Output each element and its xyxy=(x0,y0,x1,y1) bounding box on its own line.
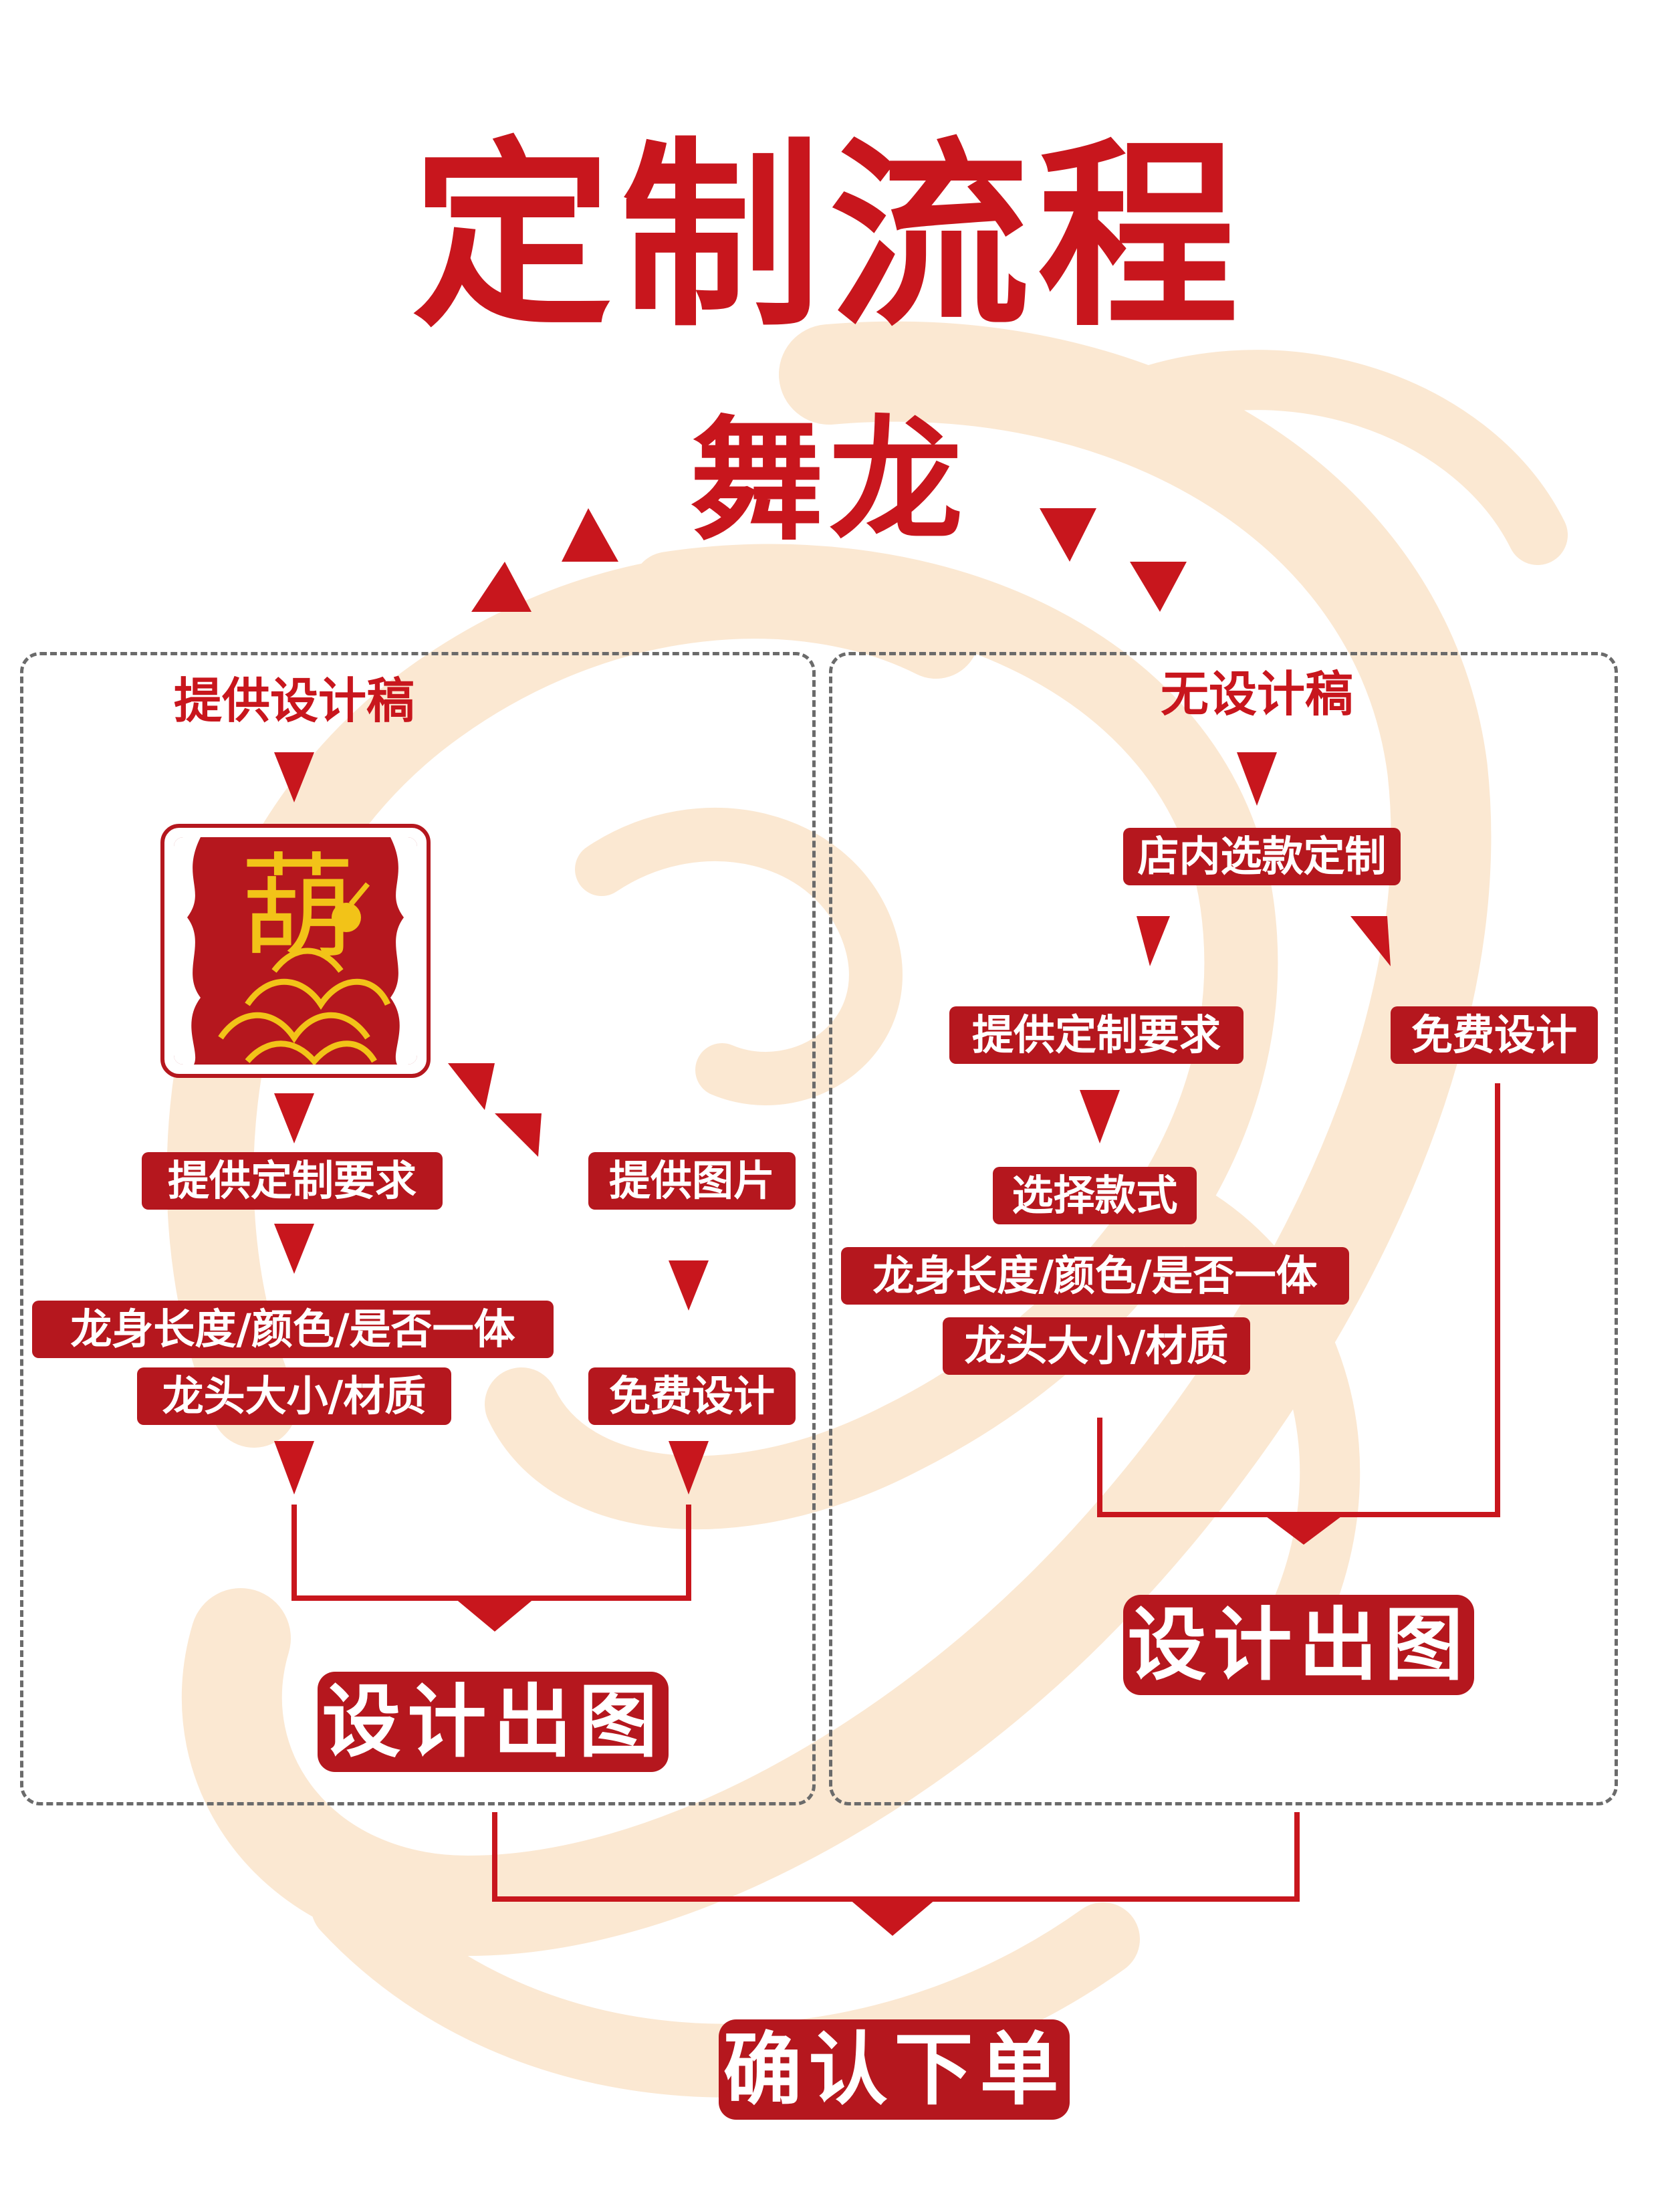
right-free-design-box: 免费设计 xyxy=(1391,1006,1598,1064)
left-branch-panel xyxy=(20,652,816,1805)
arrow-left-diag-1 xyxy=(448,1063,495,1110)
arrow-left-free-down xyxy=(669,1441,709,1495)
left-result-box: 设计出图 xyxy=(318,1672,669,1772)
final-merge-bracket xyxy=(492,1812,1300,1902)
right-merge-bracket xyxy=(1097,1083,1500,1517)
page-title: 定制流程 xyxy=(412,120,1246,354)
sample-design-logo: 葫 xyxy=(160,824,431,1078)
logo-background: 葫 xyxy=(174,837,417,1065)
product-title: 舞龙 xyxy=(689,403,968,559)
arrow-title-right-1 xyxy=(1040,508,1096,562)
arrow-right-split-left xyxy=(1137,916,1170,966)
right-store-select-box: 店内选款定制 xyxy=(1123,828,1401,885)
arrow-left-detail-down xyxy=(274,1441,314,1495)
right-detail-box-1: 龙身长度/颜色/是否一体 xyxy=(841,1247,1349,1305)
right-choose-style-box: 选择款式 xyxy=(993,1167,1197,1224)
left-free-design-box: 免费设计 xyxy=(588,1367,796,1425)
confirm-order-box: 确认下单 xyxy=(719,2019,1070,2120)
left-picture-box: 提供图片 xyxy=(588,1152,796,1210)
arrow-left-logo-down xyxy=(274,1093,314,1143)
arrow-right-split-right xyxy=(1350,916,1391,966)
arrow-title-right-2 xyxy=(1130,562,1187,612)
arrow-right-req-down xyxy=(1080,1090,1120,1143)
arrow-right-heading-down xyxy=(1237,752,1277,806)
arrow-left-req-down xyxy=(274,1224,314,1274)
right-detail-box-2: 龙头大小/材质 xyxy=(943,1317,1250,1375)
arrow-left-heading-down xyxy=(274,752,314,802)
right-requirements-box: 提供定制要求 xyxy=(949,1006,1244,1064)
arrow-title-left-1 xyxy=(471,562,531,612)
right-branch-panel xyxy=(829,652,1618,1805)
right-branch-heading: 无设计稿 xyxy=(1160,666,1353,722)
left-detail-box-1: 龙身长度/颜色/是否一体 xyxy=(32,1301,554,1358)
arrow-left-pic-down xyxy=(669,1260,709,1311)
arrow-left-merge xyxy=(455,1598,535,1632)
left-branch-heading: 提供设计稿 xyxy=(173,673,414,729)
arrow-title-left-2 xyxy=(562,508,618,562)
logo-character: 葫 xyxy=(240,842,354,974)
arrow-right-merge xyxy=(1264,1515,1344,1545)
arrow-left-diag-2 xyxy=(495,1113,542,1157)
left-merge-bracket xyxy=(291,1505,691,1601)
logo-pattern xyxy=(174,837,417,1065)
left-detail-box-2: 龙头大小/材质 xyxy=(137,1367,451,1425)
right-result-box: 设计出图 xyxy=(1123,1595,1474,1695)
arrow-final-merge xyxy=(849,1899,936,1936)
left-requirements-box: 提供定制要求 xyxy=(142,1152,443,1210)
